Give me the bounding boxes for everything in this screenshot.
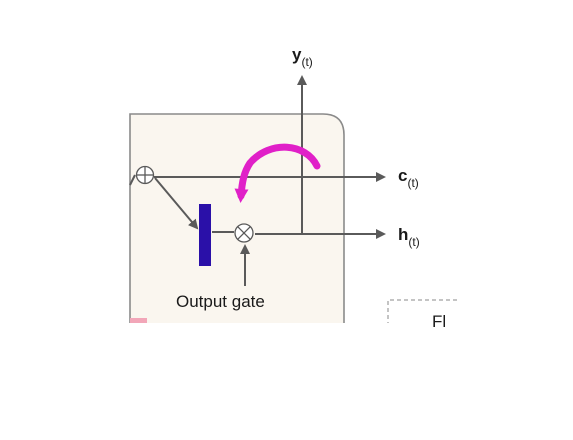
output-gate-label: Output gate — [176, 292, 265, 311]
highlight-curved-arrow — [234, 143, 321, 203]
pink-block — [130, 318, 147, 323]
lstm-cell-box — [129, 113, 345, 323]
dashed-box — [387, 299, 457, 323]
c-output-label: c(t) — [398, 166, 419, 190]
cell-to-gate-arrow — [154, 177, 199, 230]
h-output-label: h(t) — [398, 225, 420, 249]
multiply-operator — [234, 223, 254, 243]
incoming-line — [129, 174, 136, 186]
output-gate-bar — [199, 204, 211, 266]
partial-label: Fl — [432, 312, 446, 331]
y-output-label: y(t) — [292, 45, 313, 69]
add-operator — [135, 165, 155, 185]
